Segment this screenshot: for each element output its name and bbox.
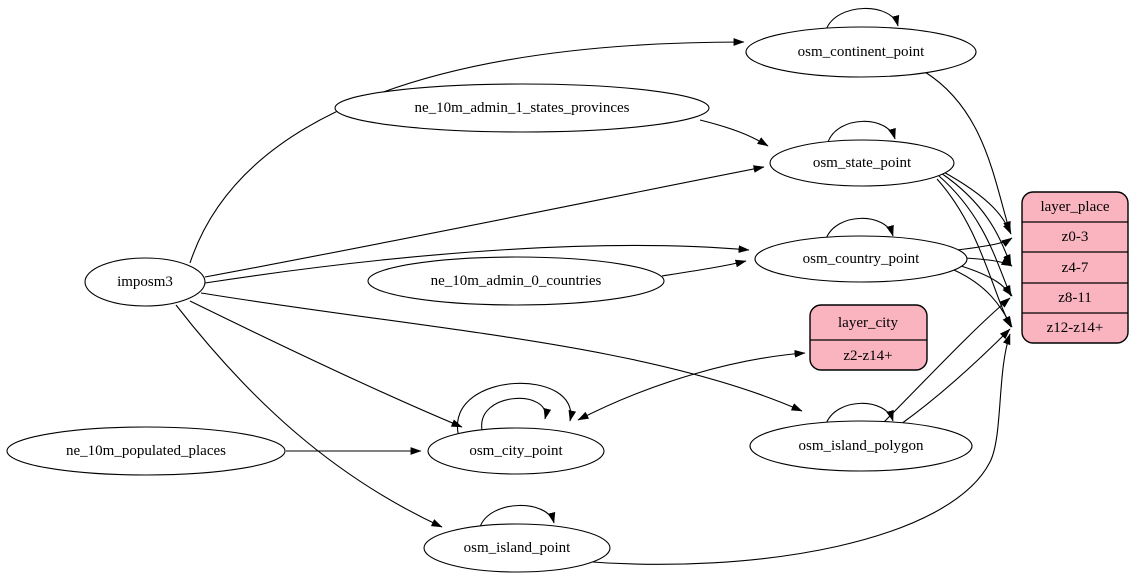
edge-island_point-layer_place-z12-z14: [577, 333, 1011, 565]
continent-shape: [745, 26, 977, 78]
layer_city-row-z2-z14: z2-z14+: [843, 348, 892, 364]
layer_place-box: [1021, 191, 1129, 344]
edge-country-layer_place-z8-11: [960, 265, 1013, 297]
ne_admin0-label: ne_10m_admin_0_countries: [431, 273, 602, 289]
island_polygon-shape: [749, 420, 973, 472]
layer_city-box: [809, 304, 928, 371]
city-shape: [427, 427, 605, 475]
edges-group: [175, 7, 1013, 565]
edge-city-layer_city-z2-z14: [577, 349, 806, 421]
edge-continent-layer_place-z0-3: [924, 71, 1011, 233]
ne_admin0-shape: [367, 256, 665, 306]
edge-imposm3-osm_country_point: [204, 244, 750, 284]
node-osm_island_point: osm_island_point: [423, 523, 611, 573]
edge-imposm3-osm_city_point: [189, 300, 463, 428]
edge-country-layer_place-z4-7: [964, 257, 1013, 267]
node-ne_10m_admin_1_states_provinces: ne_10m_admin_1_states_provinces: [334, 83, 710, 133]
edge-imposm3-osm_island_point: [175, 304, 443, 528]
selfloop-osm_country_point: [825, 217, 894, 240]
ne_admin1-label: ne_10m_admin_1_states_provinces: [415, 100, 630, 116]
edge-imposm3-osm_state_point: [204, 165, 765, 278]
edge-country-layer_place-z12-z14: [953, 269, 1013, 328]
node-osm_continent_point: osm_continent_point: [745, 26, 977, 78]
layer_place-row-z0-3: z0-3: [1062, 229, 1089, 245]
node-ne_10m_populated_places: ne_10m_populated_places: [6, 426, 286, 476]
edge-island_polygon-layer_place-z8-11: [883, 297, 1011, 423]
country-shape: [754, 235, 968, 283]
ne_admin1-shape: [334, 83, 710, 133]
selfloop-osm_continent_point: [825, 7, 900, 31]
selfloop-osm_city_point-outer: [457, 382, 577, 434]
node-ne_10m_admin_0_countries: ne_10m_admin_0_countries: [367, 256, 665, 306]
edge-country-layer_place-z0-3: [956, 237, 1013, 251]
node-osm_state_point: osm_state_point: [769, 139, 955, 187]
node-layer_city: layer_city z2-z14+: [809, 304, 928, 371]
layer_place-title: layer_place: [1040, 199, 1109, 215]
selfloop-osm_state_point: [827, 120, 896, 143]
layer_city-title: layer_city: [838, 315, 898, 331]
edge-ne_admin1-osm_state_point: [699, 119, 769, 147]
imposm3-shape: [84, 257, 206, 307]
node-imposm3: imposm3: [84, 257, 206, 307]
node-osm_city_point: osm_city_point: [427, 427, 605, 475]
selfloop-osm_island_point: [479, 504, 556, 528]
imposm3-label: imposm3: [117, 274, 173, 290]
edge-imposm3-osm_island_polygon: [200, 292, 803, 412]
continent-label: osm_continent_point: [798, 44, 925, 60]
edge-imposm3-osm_continent_point: [189, 38, 745, 264]
selfloop-osm_island_polygon: [825, 402, 894, 425]
layer_place-row-z12-z14: z12-z14+: [1047, 320, 1104, 336]
edge-ne_admin0-osm_country_point: [661, 259, 747, 277]
country-label: osm_country_point: [803, 251, 920, 267]
edge-state-layer_place-z4-7: [940, 172, 1012, 266]
state-label: osm_state_point: [813, 155, 912, 171]
node-osm_country_point: osm_country_point: [754, 235, 968, 283]
state-shape: [769, 139, 955, 187]
node-osm_island_polygon: osm_island_polygon: [749, 420, 973, 472]
ne_populated-label: ne_10m_populated_places: [66, 443, 226, 459]
selfloop-osm_city_point-inner: [481, 397, 552, 431]
island_point-label: osm_island_point: [464, 540, 572, 556]
layer_place-row-z4-7: z4-7: [1062, 260, 1089, 276]
island_polygon-label: osm_island_polygon: [798, 438, 924, 454]
edge-island_polygon-layer_place-z12-z14: [900, 328, 1011, 425]
layer_place-row-z8-11: z8-11: [1058, 290, 1092, 306]
edge-state-layer_place-z0-3: [939, 169, 1012, 235]
node-layer_place: layer_place z0-3 z4-7 z8-11 z12-z14+: [1021, 191, 1129, 344]
city-label: osm_city_point: [469, 443, 563, 459]
island_point-shape: [423, 523, 611, 573]
ne_populated-shape: [6, 426, 286, 476]
